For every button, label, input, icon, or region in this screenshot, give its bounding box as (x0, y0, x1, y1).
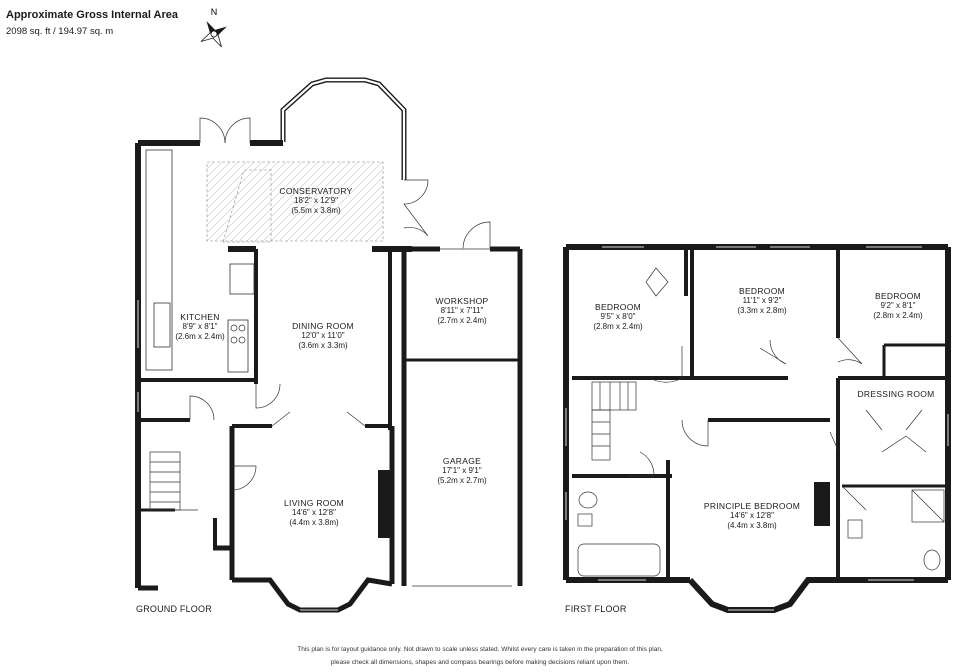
room-living: LIVING ROOM 14'6" x 12'8" (4.4m x 3.8m) (284, 498, 344, 528)
disclaimer-line-1: This plan is for layout guidance only. N… (297, 646, 663, 653)
room-dims-imperial: 9'5" x 8'0" (600, 312, 636, 321)
room-dims-imperial: 8'9" x 8'1" (182, 322, 218, 331)
room-principle-bedroom: PRINCIPLE BEDROOM 14'6" x 12'8" (4.4m x … (704, 501, 800, 531)
room-name: BEDROOM (594, 302, 642, 312)
room-bedroom-3: BEDROOM 9'2" x 8'1" (2.8m x 2.4m) (873, 291, 922, 321)
room-name: DRESSING ROOM (857, 389, 935, 399)
room-name: GARAGE (442, 456, 482, 466)
room-dims-imperial: 8'11" x 7'11" (440, 306, 484, 315)
stairs-ground (149, 451, 181, 511)
room-dims-imperial: 17'1" x 9'1" (442, 466, 482, 475)
stairs-first (591, 381, 637, 461)
ground-floor-label: GROUND FLOOR (136, 604, 212, 614)
room-dims-metric: (2.8m x 2.4m) (593, 322, 643, 331)
room-dims-imperial: 9'2" x 8'1" (880, 301, 916, 310)
room-dims-metric: (5.5m x 3.8m) (291, 206, 341, 215)
room-dims-metric: (2.6m x 2.4m) (175, 332, 225, 341)
room-dims-metric: (2.7m x 2.4m) (437, 316, 487, 325)
room-name: DINING ROOM (292, 321, 354, 331)
room-dims-metric: (3.6m x 3.3m) (298, 341, 348, 350)
chimney-breast-first (814, 482, 830, 526)
room-name: BEDROOM (738, 286, 786, 296)
gross-area: 2098 sq. ft / 194.97 sq. m (6, 26, 114, 37)
room-name: WORKSHOP (435, 296, 489, 306)
room-dims-imperial: 14'6" x 12'8" (730, 511, 774, 520)
ground-floor-plan (135, 77, 523, 613)
room-dims-imperial: 14'6" x 12'8" (292, 508, 336, 517)
room-name: CONSERVATORY (279, 186, 353, 196)
room-dims-metric: (2.8m x 2.4m) (873, 311, 923, 320)
room-kitchen: KITCHEN 8'9" x 8'1" (2.6m x 2.4m) (175, 312, 224, 342)
room-dressing: DRESSING ROOM (857, 389, 934, 399)
room-dims-imperial: 11'1" x 9'2" (742, 296, 782, 305)
room-bedroom-1: BEDROOM 9'5" x 8'0" (2.8m x 2.4m) (593, 302, 642, 332)
compass-icon: N (200, 7, 227, 48)
room-name: LIVING ROOM (284, 498, 344, 508)
room-dims-metric: (4.4m x 3.8m) (289, 518, 339, 527)
room-name: PRINCIPLE BEDROOM (703, 501, 801, 511)
chimney-breast-ground (378, 470, 392, 538)
room-dims-metric: (4.4m x 3.8m) (727, 521, 777, 530)
room-name: BEDROOM (874, 291, 922, 301)
compass-north-label: N (211, 7, 218, 17)
room-dims-metric: (3.3m x 2.8m) (737, 306, 787, 315)
room-name: KITCHEN (180, 312, 220, 322)
room-conservatory: CONSERVATORY 18'2" x 12'9" (5.5m x 3.8m) (279, 186, 352, 216)
room-dims-imperial: 18'2" x 12'9" (294, 196, 338, 205)
room-garage: GARAGE 17'1" x 9'1" (5.2m x 2.7m) (437, 456, 486, 486)
first-floor-label: FIRST FLOOR (565, 604, 627, 614)
plan-title: Approximate Gross Internal Area (6, 9, 178, 21)
room-workshop: WORKSHOP 8'11" x 7'11" (2.7m x 2.4m) (436, 296, 489, 326)
first-floor-plan (563, 244, 951, 613)
disclaimer-line-2: please check all dimensions, shapes and … (330, 659, 630, 666)
bathroom-fixtures (577, 489, 945, 577)
room-dining: DINING ROOM 12'0" x 11'0" (3.6m x 3.3m) (292, 321, 354, 351)
room-dims-metric: (5.2m x 2.7m) (437, 476, 487, 485)
room-bedroom-2: BEDROOM 11'1" x 9'2" (3.3m x 2.8m) (737, 286, 786, 316)
conservatory-glazing (206, 161, 384, 242)
room-dims-imperial: 12'0" x 11'0" (301, 331, 345, 340)
